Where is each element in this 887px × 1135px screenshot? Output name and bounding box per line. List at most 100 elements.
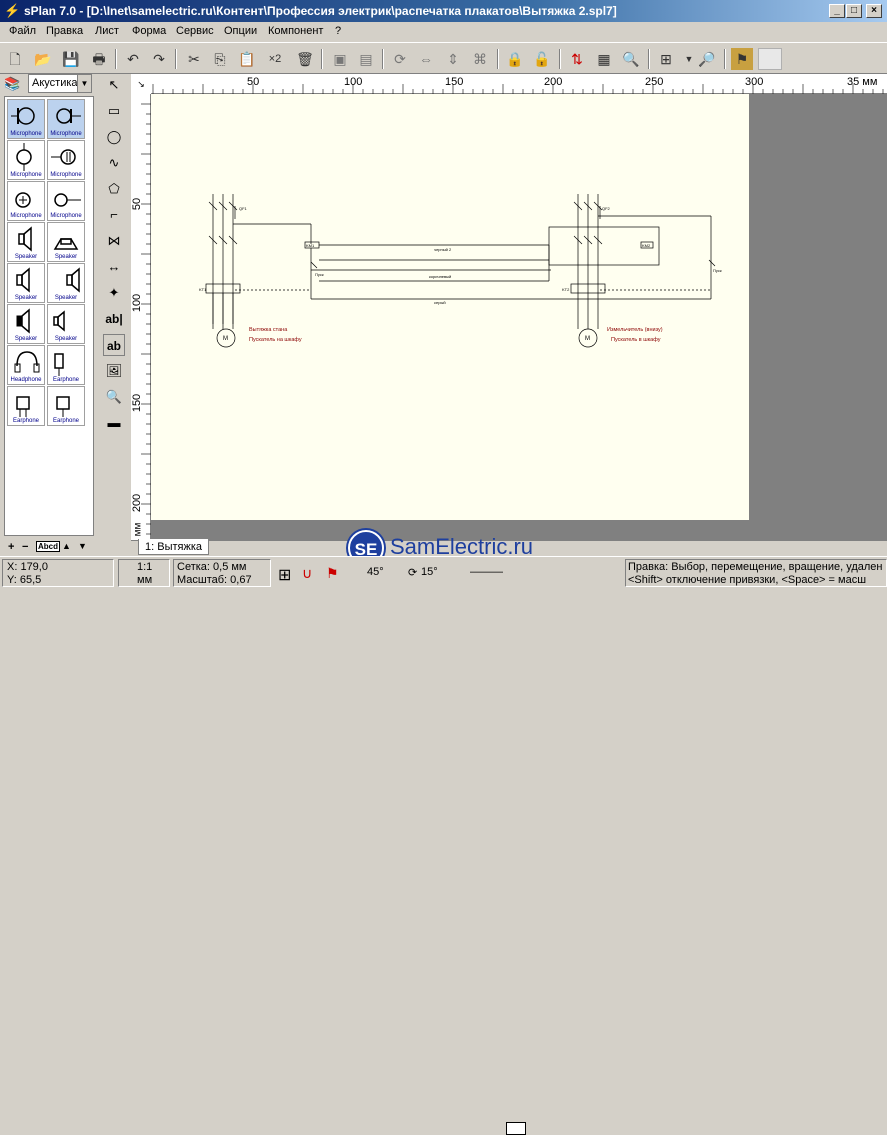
open-folder-icon[interactable]: 📂 <box>34 51 52 67</box>
move-up-button[interactable]: ▲ <box>62 541 71 551</box>
ruler-ticks <box>152 84 884 94</box>
library-item[interactable]: Speaker <box>7 222 45 262</box>
new-file-icon[interactable]: 🗋 <box>9 51 21 67</box>
flag-icon[interactable]: ⚑ <box>326 565 339 581</box>
schematic-captions: Вытяжка стана Пускатель на шкафу Измельч… <box>249 327 663 343</box>
angle-45-value[interactable]: 45° <box>367 566 384 578</box>
help-box: Правка: Выбор, перемещение, вращение, уд… <box>625 559 887 587</box>
group-icon[interactable]: ▣ <box>333 51 347 67</box>
numbering-icon[interactable]: ⇅ <box>571 51 583 67</box>
measure-icon[interactable]: ▬ <box>107 415 121 430</box>
library-category-select[interactable]: Акустика ▼ <box>28 74 92 93</box>
print-icon[interactable]: 🖶 <box>92 51 106 67</box>
rotate-icon[interactable]: ⟳ <box>394 51 406 67</box>
menu-sheet[interactable]: Лист <box>95 25 119 37</box>
align-icon[interactable]: ⌘ <box>473 51 487 67</box>
magnet-icon[interactable]: ∪ <box>302 565 313 581</box>
junction-icon[interactable]: ✦ <box>108 285 120 300</box>
cut-icon[interactable]: ✂ <box>188 51 200 67</box>
delete-icon[interactable]: 🗑 <box>296 51 314 67</box>
angle-15-value[interactable]: 15° <box>421 566 438 578</box>
grid-toggle-icon[interactable]: ⊞ <box>278 567 292 584</box>
polyline-icon[interactable]: ⌐ <box>110 207 118 222</box>
library-book-icon[interactable]: 📚 <box>4 76 21 91</box>
save-icon[interactable]: 💾 <box>62 51 80 67</box>
microphone-icon <box>16 143 32 171</box>
color-swatch[interactable] <box>758 48 782 70</box>
library-item[interactable]: Microphone <box>47 140 85 180</box>
mirror-h-icon[interactable]: ⇔ <box>419 51 433 67</box>
library-item[interactable]: Microphone <box>7 99 45 139</box>
zoom-icon[interactable]: 🔎 <box>698 51 716 67</box>
paste-icon[interactable]: 📋 <box>238 51 256 67</box>
menu-shape[interactable]: Форма <box>132 25 167 37</box>
menu-service[interactable]: Сервис <box>176 25 214 37</box>
copy-icon[interactable]: ⎘ <box>214 51 226 67</box>
coords-box <box>2 559 114 587</box>
snap-icon[interactable]: ⚑ <box>731 48 753 70</box>
ungroup-icon[interactable]: ▤ <box>359 51 373 67</box>
menu-help[interactable]: ? <box>335 25 342 37</box>
pointer-icon[interactable]: ↖ <box>108 77 120 92</box>
library-item[interactable]: Speaker <box>7 304 45 344</box>
library-item[interactable]: Headphone <box>7 345 45 385</box>
library-item[interactable]: Microphone <box>7 140 45 180</box>
minimize-button[interactable]: _ <box>829 4 845 18</box>
library-item-label: Speaker <box>14 336 38 342</box>
library-item-label: Microphone <box>50 172 82 178</box>
horizontal-ruler: 50 100 150 200 250 300 35 мм <box>131 74 887 94</box>
menu-component[interactable]: Компонент <box>268 25 324 37</box>
text-frame-icon[interactable]: ab <box>103 334 125 356</box>
dimension-icon[interactable]: ↔ <box>107 259 121 274</box>
text-icon[interactable]: ab| <box>105 312 123 326</box>
sheet-tab[interactable]: 1: Вытяжка <box>138 539 209 555</box>
lock-icon[interactable]: 🔒 <box>506 51 524 67</box>
ellipse-icon[interactable]: ◯ <box>106 129 122 144</box>
rectangle-icon[interactable]: ▭ <box>107 103 121 118</box>
restore-button[interactable]: □ <box>846 4 862 18</box>
menu-edit[interactable]: Правка <box>46 25 84 37</box>
move-down-button[interactable]: ▼ <box>78 541 87 551</box>
library-item[interactable]: Earphone <box>47 345 85 385</box>
drawing-page[interactable]: QF1 QF2 KM1 KM2 KT1 KT2 черный 2 коричне… <box>151 94 749 520</box>
library-item[interactable]: Speaker <box>47 304 85 344</box>
grid-icon[interactable]: ⊞ <box>660 51 672 67</box>
library-item[interactable]: Speaker <box>47 263 85 303</box>
bezier-icon[interactable]: ⋈ <box>107 233 121 248</box>
ruler-label: 250 <box>645 76 664 88</box>
mirror-v-icon[interactable]: ⇕ <box>447 51 459 67</box>
menu-options[interactable]: Опции <box>224 25 258 37</box>
chevron-down-icon[interactable]: ▼ <box>684 54 694 64</box>
earphone-icon <box>54 353 64 376</box>
library-item[interactable]: Microphone <box>7 181 45 221</box>
undo-icon[interactable]: ↶ <box>127 51 139 67</box>
library-item-label: Microphone <box>50 131 82 137</box>
earphone-icon <box>16 396 30 417</box>
chevron-down-icon[interactable]: ▼ <box>77 75 91 92</box>
duplicate-icon[interactable]: ×2 <box>268 53 282 65</box>
curve-icon[interactable]: ∿ <box>108 155 120 170</box>
ruler-corner[interactable]: ↘ <box>131 74 151 94</box>
line-style-preview[interactable]: ——— <box>470 566 503 578</box>
menu-file[interactable]: Файл <box>9 25 37 37</box>
abcd-button[interactable]: Abcd <box>36 541 60 552</box>
library-item[interactable]: Microphone <box>47 181 85 221</box>
find-icon[interactable]: 🔍 <box>622 51 640 67</box>
library-item[interactable]: Earphone <box>7 386 45 426</box>
caption-grinder: Измельчитель (внизу) <box>607 327 663 333</box>
polygon-icon[interactable]: ⬠ <box>108 181 120 196</box>
add-button[interactable]: + <box>8 541 15 553</box>
parts-list-icon[interactable]: ▦ <box>597 51 611 67</box>
library-item[interactable]: Earphone <box>47 386 85 426</box>
image-icon[interactable]: 🖼 <box>105 363 123 378</box>
close-button[interactable]: × <box>866 4 882 18</box>
remove-button[interactable]: − <box>22 541 29 553</box>
fill-preview[interactable] <box>506 1122 526 1135</box>
library-item[interactable]: Microphone <box>47 99 85 139</box>
rotate-angle-icon[interactable]: ⟳ <box>408 567 418 579</box>
redo-icon[interactable]: ↷ <box>153 51 165 67</box>
unlock-icon[interactable]: 🔓 <box>533 51 551 67</box>
library-item[interactable]: Speaker <box>7 263 45 303</box>
zoom-icon[interactable]: 🔍 <box>105 389 123 404</box>
library-item[interactable]: Speaker <box>47 222 85 262</box>
